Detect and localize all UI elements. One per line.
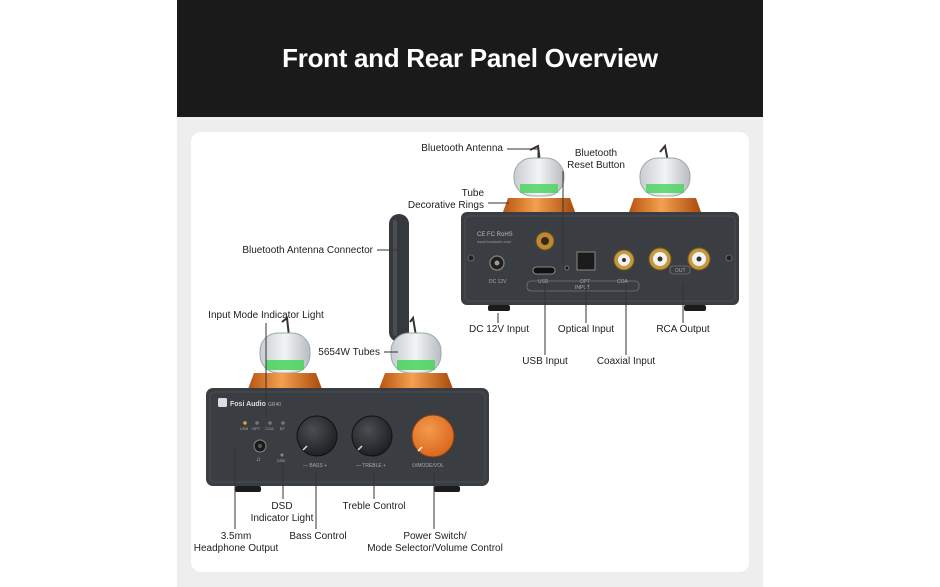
input-mode-indicators: USB OPT COA BT bbox=[240, 421, 286, 431]
label-bass-control: Bass Control bbox=[289, 531, 347, 542]
reset-button bbox=[564, 265, 570, 271]
label-bt-connector: Bluetooth Antenna Connector bbox=[242, 245, 373, 256]
rear-cert-text: CE FC RoHS bbox=[477, 232, 513, 238]
label-optical-input: Optical Input bbox=[557, 324, 615, 335]
label-treble-control: Treble Control bbox=[342, 501, 406, 512]
header-bar: Front and Rear Panel Overview bbox=[177, 0, 763, 117]
label-tubes: 5654W Tubes bbox=[318, 347, 380, 358]
svg-text:COA: COA bbox=[617, 279, 629, 285]
usb-port bbox=[532, 266, 556, 275]
callout-lines bbox=[234, 148, 684, 529]
label-usb-input: USB Input bbox=[522, 356, 568, 367]
rear-tube-right bbox=[629, 143, 701, 212]
svg-text:OPT: OPT bbox=[252, 426, 261, 431]
optical-port bbox=[576, 251, 596, 271]
dc-mark: DC 12V bbox=[489, 279, 507, 285]
svg-text:INPUT: INPUT bbox=[575, 285, 590, 291]
bass-knob bbox=[296, 415, 338, 457]
rear-chassis bbox=[461, 212, 739, 305]
svg-text:USB: USB bbox=[538, 279, 549, 285]
model-name: GR40 bbox=[268, 402, 281, 408]
svg-text:DSD: DSD bbox=[277, 458, 286, 463]
headphone-icon: ♫ bbox=[256, 457, 261, 463]
svg-text:⏻/MODE/VOL: ⏻/MODE/VOL bbox=[412, 463, 444, 469]
treble-knob bbox=[351, 415, 393, 457]
label-input-mode-light: Input Mode Indicator Light bbox=[208, 310, 324, 321]
front-unit: Fosi Audio GR40 USB OPT COA BT ♫ DSD — B… bbox=[206, 214, 489, 492]
rca-right-port bbox=[687, 247, 711, 271]
headphone-jack bbox=[253, 439, 267, 453]
brand-logo-icon bbox=[218, 398, 227, 407]
svg-text:COA: COA bbox=[265, 426, 274, 431]
coaxial-port bbox=[613, 249, 635, 271]
rear-tube-left bbox=[503, 144, 575, 212]
label-power-switch: Power Switch/Mode Selector/Volume Contro… bbox=[367, 531, 503, 554]
label-dc-input: DC 12V Input bbox=[468, 324, 530, 335]
svg-text:USB: USB bbox=[240, 426, 249, 431]
label-rca-output: RCA Output bbox=[656, 324, 710, 335]
front-chassis bbox=[206, 388, 489, 486]
label-coaxial-input: Coaxial Input bbox=[596, 356, 656, 367]
svg-text:OUT: OUT bbox=[675, 268, 686, 274]
rca-left-port bbox=[648, 247, 672, 271]
antenna-connector-jack bbox=[535, 231, 555, 251]
page-title: Front and Rear Panel Overview bbox=[282, 43, 658, 73]
rear-url-text: www.fosiaudio.com bbox=[477, 239, 512, 244]
rear-unit: CE FC RoHS www.fosiaudio.com DC 12V USB … bbox=[461, 143, 739, 311]
volume-knob bbox=[411, 414, 455, 458]
bluetooth-antenna bbox=[389, 214, 409, 342]
brand-name: Fosi Audio bbox=[230, 401, 266, 408]
svg-text:BT: BT bbox=[280, 426, 286, 431]
svg-text:— BASS +: — BASS + bbox=[303, 463, 327, 469]
dsd-light bbox=[280, 453, 284, 457]
svg-text:— TREBLE +: — TREBLE + bbox=[356, 463, 386, 469]
label-bluetooth-antenna: Bluetooth Antenna bbox=[421, 143, 503, 154]
svg-text:OPT: OPT bbox=[580, 279, 590, 285]
front-tube-right bbox=[379, 315, 453, 389]
dc-jack bbox=[489, 255, 505, 271]
front-tube-left bbox=[248, 316, 322, 389]
